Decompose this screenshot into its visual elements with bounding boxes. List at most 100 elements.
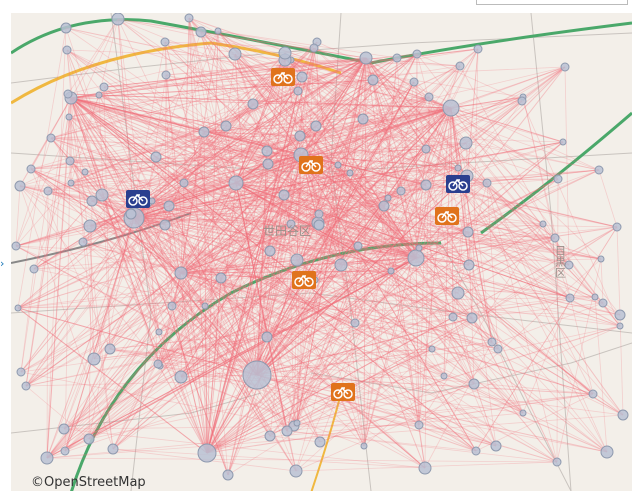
station-node[interactable] [440,372,448,380]
station-node[interactable] [559,138,567,146]
station-node[interactable] [155,328,163,336]
station-node[interactable] [313,219,325,231]
station-node[interactable] [468,378,480,390]
station-node[interactable] [428,345,436,353]
station-node[interactable] [290,253,304,267]
station-node[interactable] [350,318,360,328]
station-node[interactable] [550,233,560,243]
station-node[interactable] [78,237,88,247]
station-node[interactable] [95,188,109,202]
station-node[interactable] [565,293,575,303]
station-node[interactable] [262,158,274,170]
map-top-control[interactable] [476,0,628,5]
station-node[interactable] [463,259,475,271]
station-node[interactable] [517,96,527,106]
station-node[interactable] [490,440,502,452]
station-node[interactable] [412,49,422,59]
station-node[interactable] [278,46,292,60]
bicycle-blue-icon[interactable] [446,175,470,193]
station-node[interactable] [455,61,465,71]
map-attribution[interactable]: ©OpenStreetMap [31,475,146,490]
station-node[interactable] [466,312,478,324]
station-node[interactable] [360,442,368,450]
station-node[interactable] [104,343,116,355]
bicycle-orange-icon[interactable] [299,156,323,174]
station-node[interactable] [414,420,424,430]
station-node[interactable] [420,179,432,191]
station-node[interactable] [552,457,562,467]
station-node[interactable] [14,180,26,192]
station-node[interactable] [43,186,53,196]
station-node[interactable] [598,298,608,308]
station-node[interactable] [309,43,319,53]
station-node[interactable] [184,13,194,23]
station-node[interactable] [418,461,432,475]
station-node[interactable] [87,352,101,366]
station-node[interactable] [65,156,75,166]
station-node[interactable] [174,370,188,384]
station-node[interactable] [594,165,604,175]
station-node[interactable] [86,195,98,207]
station-node[interactable] [519,409,527,417]
station-node[interactable] [334,161,342,169]
station-node[interactable] [553,174,563,184]
station-node[interactable] [261,145,273,157]
station-node[interactable] [160,37,170,47]
station-node[interactable] [442,99,460,117]
station-node[interactable] [392,53,402,63]
station-node[interactable] [293,86,303,96]
station-node[interactable] [286,219,296,229]
bicycle-orange-icon[interactable] [292,271,316,289]
station-node[interactable] [424,92,434,102]
station-node[interactable] [99,82,109,92]
station-node[interactable] [314,436,326,448]
station-node[interactable] [40,451,54,465]
station-node[interactable] [616,322,624,330]
station-node[interactable] [359,51,373,65]
station-node[interactable] [228,175,244,191]
station-node[interactable] [415,244,423,252]
station-node[interactable] [289,464,303,478]
station-node[interactable] [62,45,72,55]
station-node[interactable] [482,178,492,188]
station-node[interactable] [220,120,232,132]
station-node[interactable] [448,312,458,322]
station-node[interactable] [539,220,547,228]
station-node[interactable] [163,200,175,212]
station-node[interactable] [588,389,598,399]
station-node[interactable] [198,126,210,138]
station-node[interactable] [197,443,217,463]
station-node[interactable] [150,151,162,163]
station-node[interactable] [215,272,227,284]
station-node[interactable] [161,70,171,80]
station-node[interactable] [421,144,431,154]
station-node[interactable] [346,169,354,177]
station-node[interactable] [29,264,39,274]
bicycle-orange-icon[interactable] [331,383,355,401]
bicycle-blue-icon[interactable] [126,190,150,208]
station-node[interactable] [201,302,209,310]
station-node[interactable] [462,226,474,238]
station-node[interactable] [493,344,503,354]
station-node[interactable] [560,62,570,72]
station-node[interactable] [195,26,207,38]
station-node[interactable] [65,113,73,121]
station-node[interactable] [334,258,348,272]
station-node[interactable] [81,168,89,176]
station-node[interactable] [107,443,119,455]
station-node[interactable] [228,47,242,61]
station-node[interactable] [261,331,273,343]
station-node[interactable] [16,367,26,377]
station-node[interactable] [242,360,272,390]
station-node[interactable] [26,164,36,174]
station-node[interactable] [174,266,188,280]
station-node[interactable] [11,241,21,251]
station-node[interactable] [95,91,103,99]
station-node[interactable] [473,44,483,54]
station-node[interactable] [564,260,574,270]
station-node[interactable] [46,133,56,143]
station-node[interactable] [409,77,419,87]
station-node[interactable] [63,89,73,99]
station-node[interactable] [396,186,406,196]
station-node[interactable] [111,13,125,26]
